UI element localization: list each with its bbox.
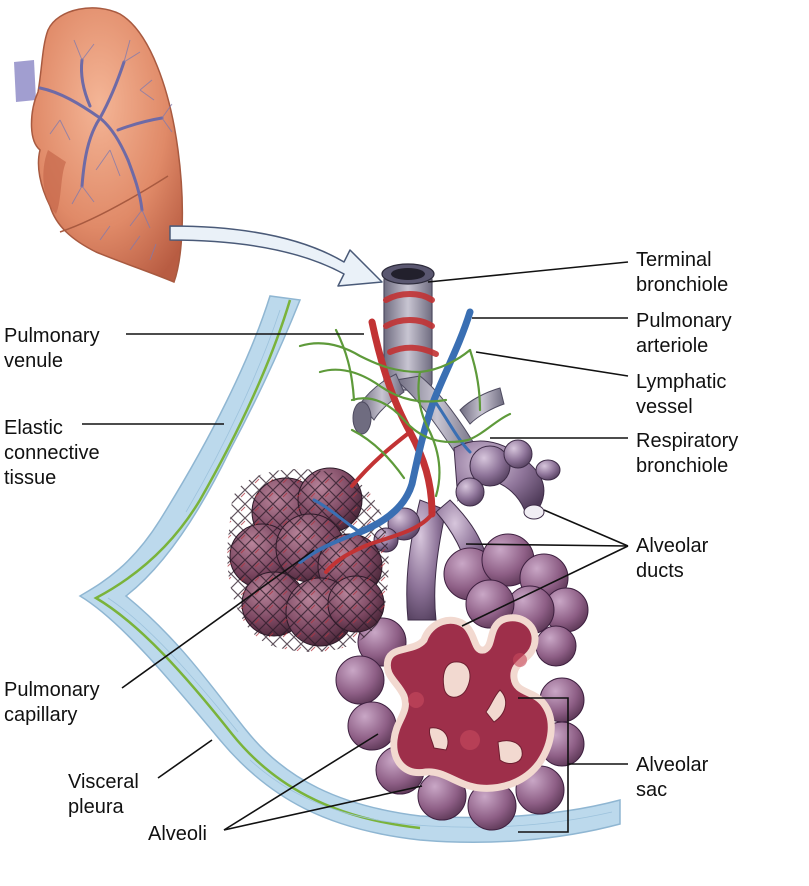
lung-illustration (14, 7, 184, 283)
leader-alveolar-ducts-1 (543, 509, 629, 547)
bronchiole-wrapping-vessels (383, 291, 439, 357)
label-line: connective (4, 442, 100, 464)
leader-alveoli-2 (223, 785, 423, 831)
label-line: Alveoli (148, 823, 207, 845)
label-line: pleura (68, 796, 124, 818)
label-respiratory-bronchiole: Respiratory bronchiole (636, 429, 738, 479)
leader-terminal-bronchiole (427, 261, 629, 283)
respiratory-bronchiole (453, 439, 561, 520)
label-pulmonary-venule: Pulmonary venule (4, 324, 100, 374)
zoom-arrow (169, 225, 383, 287)
label-line: vessel (636, 396, 693, 418)
label-line: ducts (636, 560, 684, 582)
label-terminal-bronchiole: Terminal bronchiole (636, 248, 728, 298)
label-line: Alveolar (636, 535, 709, 557)
capillary-cluster (227, 467, 389, 652)
label-elastic-connective-tissue: Elastic connective tissue (4, 416, 100, 491)
label-visceral-pleura: Visceral pleura (68, 770, 139, 820)
label-alveoli: Alveoli (148, 822, 207, 847)
label-line: Terminal (636, 249, 712, 271)
label-line: Lymphatic (636, 371, 727, 393)
leader-alveoli-1 (223, 733, 379, 831)
label-pulmonary-arteriole: Pulmonary arteriole (636, 309, 732, 359)
label-line: arteriole (636, 335, 709, 357)
label-line: capillary (4, 704, 78, 726)
label-alveolar-ducts: Alveolar ducts (636, 534, 708, 584)
pulmonary-arteriole-vessel (356, 308, 474, 536)
label-line: Elastic (4, 417, 63, 439)
bronchial-tree (38, 58, 164, 212)
label-line: Pulmonary (4, 679, 100, 701)
label-line: Respiratory (636, 430, 739, 452)
leader-lines (82, 261, 629, 833)
label-line: tissue (4, 467, 57, 489)
leader-visceral-pleura (157, 739, 213, 779)
label-line: Pulmonary (4, 325, 100, 347)
leader-alveolar-ducts-3 (461, 545, 629, 627)
label-line: Visceral (68, 771, 139, 793)
airway-tubes (352, 263, 505, 461)
elastic-fiber (93, 299, 421, 830)
alveolar-sac-bracket (518, 697, 569, 833)
alveolar-cluster-right (443, 533, 589, 667)
label-line: sac (636, 779, 668, 801)
label-lymphatic-vessel: Lymphatic vessel (636, 370, 726, 420)
leader-pulmonary-capillary (121, 549, 315, 689)
label-pulmonary-capillary: Pulmonary capillary (4, 678, 100, 728)
alveolar-sac-cutaway (383, 614, 555, 792)
label-line: bronchiole (636, 274, 729, 296)
label-line: Pulmonary (636, 310, 732, 332)
leader-lymphatic-vessel (475, 351, 629, 377)
lymphatic-network (298, 328, 512, 498)
vessels (298, 291, 512, 574)
label-alveolar-sac: Alveolar sac (636, 753, 708, 803)
label-line: bronchiole (636, 455, 729, 477)
visceral-pleura-band (78, 295, 621, 844)
leader-alveolar-ducts-2 (465, 543, 629, 547)
label-line: venule (4, 350, 63, 372)
label-line: Alveolar (636, 754, 709, 776)
